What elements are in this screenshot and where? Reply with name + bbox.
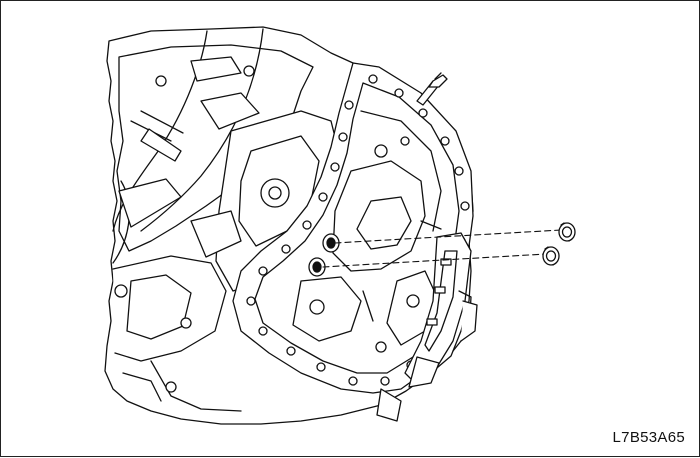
oil-seal-icon [542, 222, 576, 266]
shift-cover-plate [232, 62, 474, 394]
seal-upper [558, 222, 576, 242]
figure-id-label: L7B53A65 [612, 429, 685, 446]
input-shaft [416, 72, 448, 106]
mount-bracket [376, 232, 478, 422]
seal-lower [542, 246, 560, 266]
installation-guide-lines [322, 229, 562, 268]
seal-bores [308, 233, 340, 277]
